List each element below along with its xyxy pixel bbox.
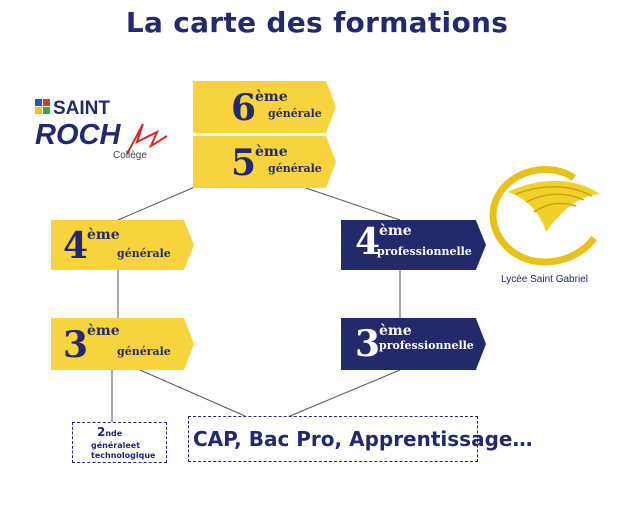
- level-track: générale: [117, 247, 171, 260]
- level-suffix: ème: [255, 89, 288, 105]
- level-3eme-generale: 3 ème générale: [51, 318, 194, 370]
- level-3eme-professionnelle: 3 ème professionnelle: [341, 318, 486, 370]
- saint-roch-logo: SAINT ROCH Collège: [35, 96, 170, 166]
- level-6eme-generale: 6 ème générale: [193, 81, 336, 133]
- level-track: générale: [268, 107, 322, 120]
- seconde-number: 2: [97, 425, 106, 439]
- level-number: 6: [231, 87, 257, 129]
- level-5eme-generale: 5 ème générale: [193, 136, 336, 188]
- level-suffix: ème: [379, 323, 412, 339]
- outcome-professional-text: CAP, Bac Pro, Apprentissage…: [193, 427, 533, 451]
- level-suffix: ème: [379, 223, 412, 239]
- svg-text:Collège: Collège: [113, 150, 147, 161]
- level-number: 4: [63, 225, 89, 267]
- seconde-suffix: nde: [105, 429, 123, 438]
- level-suffix: ème: [87, 323, 120, 339]
- svg-text:ROCH: ROCH: [35, 119, 121, 151]
- level-number: 4: [355, 221, 381, 263]
- svg-text:SAINT: SAINT: [53, 98, 110, 119]
- level-track: générale: [268, 162, 322, 175]
- level-4eme-generale: 4 ème générale: [51, 220, 194, 270]
- level-suffix: ème: [255, 144, 288, 160]
- level-track: générale: [117, 345, 171, 358]
- outcome-seconde: 2nde généraleet technologique: [72, 422, 167, 463]
- level-number: 3: [63, 324, 89, 366]
- level-number: 5: [231, 142, 257, 184]
- level-4eme-professionnelle: 4 ème professionnelle: [341, 220, 486, 270]
- lycee-saint-gabriel-logo: Lycée Saint Gabriel: [482, 158, 607, 293]
- level-track: professionnelle: [379, 339, 474, 352]
- lycee-caption: Lycée Saint Gabriel: [501, 274, 588, 285]
- seconde-line3: technologique: [91, 451, 156, 460]
- page-title: La carte des formations: [125, 6, 509, 39]
- level-suffix: ème: [87, 227, 120, 243]
- outcome-professional: CAP, Bac Pro, Apprentissage…: [188, 416, 532, 462]
- seconde-line2: généraleet: [91, 441, 141, 450]
- level-number: 3: [355, 323, 381, 365]
- level-track: professionnelle: [377, 245, 472, 258]
